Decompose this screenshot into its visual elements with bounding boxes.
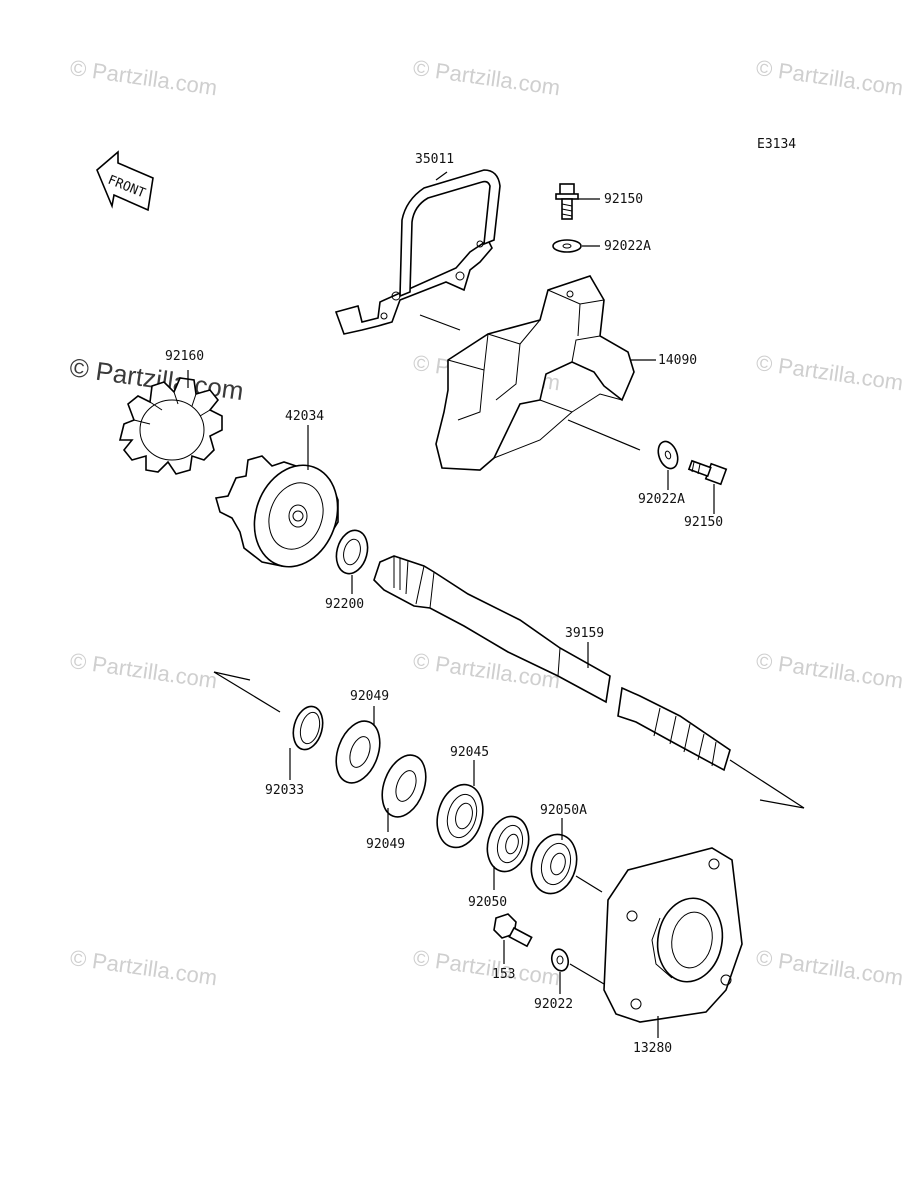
part-92160-coupler[interactable] bbox=[118, 377, 223, 475]
label-92022a-bottom: 92022A bbox=[638, 492, 685, 507]
part-92022-washer[interactable] bbox=[549, 947, 570, 972]
label-13280: 13280 bbox=[633, 1041, 672, 1056]
part-153-fitting[interactable] bbox=[493, 913, 533, 948]
label-92050: 92050 bbox=[468, 895, 507, 910]
part-92200-washer[interactable] bbox=[332, 527, 372, 577]
label-92150-top: 92150 bbox=[604, 192, 643, 207]
label-92033: 92033 bbox=[265, 783, 304, 798]
part-92050-bearing[interactable] bbox=[481, 812, 534, 876]
label-92045: 92045 bbox=[450, 745, 489, 760]
label-92049-lower: 92049 bbox=[366, 837, 405, 852]
label-92200: 92200 bbox=[325, 597, 364, 612]
part-14090-cover[interactable] bbox=[435, 275, 635, 471]
label-92050a: 92050A bbox=[540, 803, 587, 818]
label-92150-bottom: 92150 bbox=[684, 515, 723, 530]
part-92045-bearing[interactable] bbox=[430, 779, 489, 852]
label-92022: 92022 bbox=[534, 997, 573, 1012]
part-13280-housing[interactable] bbox=[603, 847, 743, 1023]
label-14090: 14090 bbox=[658, 353, 697, 368]
front-arrow-icon: FRONT bbox=[96, 150, 154, 212]
part-42034-impeller[interactable] bbox=[214, 453, 351, 578]
part-92033-circlip[interactable] bbox=[289, 703, 327, 753]
label-92022a-top: 92022A bbox=[604, 239, 651, 254]
part-92150-bolt[interactable] bbox=[555, 183, 579, 220]
part-92049-seal[interactable] bbox=[328, 715, 387, 789]
part-35011-bracket[interactable] bbox=[334, 169, 501, 335]
part-92022a-washer-lower[interactable] bbox=[655, 439, 681, 471]
label-39159: 39159 bbox=[565, 626, 604, 641]
label-153: 153 bbox=[492, 967, 515, 982]
part-92049-seal-lower[interactable] bbox=[374, 749, 433, 823]
part-92022a-washer[interactable] bbox=[552, 239, 582, 253]
part-92050a-bearing[interactable] bbox=[525, 829, 583, 898]
label-92160: 92160 bbox=[165, 349, 204, 364]
label-35011: 35011 bbox=[415, 152, 454, 167]
part-39159-shaft[interactable] bbox=[373, 555, 731, 772]
label-42034: 42034 bbox=[285, 409, 324, 424]
diagram-code: E3134 bbox=[757, 137, 796, 152]
label-92049-upper: 92049 bbox=[350, 689, 389, 704]
part-92150-bolt-lower[interactable] bbox=[687, 459, 728, 486]
